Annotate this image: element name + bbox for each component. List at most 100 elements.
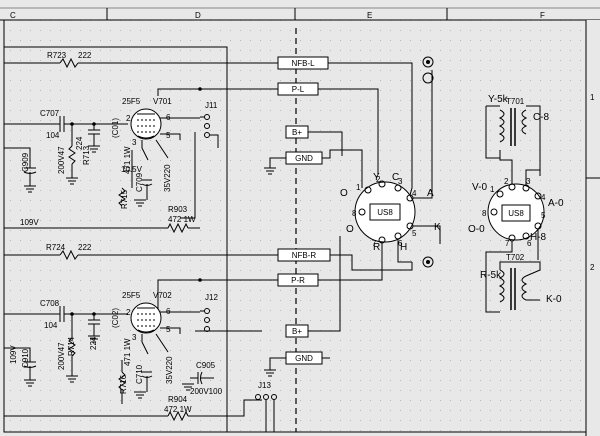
- r904-ref: R904: [168, 395, 188, 404]
- row-label-2: 2: [590, 263, 595, 272]
- c709-ref: C709: [135, 172, 144, 192]
- svg-text:GND: GND: [295, 154, 313, 163]
- socket-label-a0: A-0: [548, 198, 564, 209]
- t702-tap-left: R-5k: [480, 270, 502, 281]
- supply-voltage: 109V: [20, 218, 39, 227]
- socket-letter-a: A: [427, 188, 434, 199]
- socket-letter-k: K: [434, 222, 441, 233]
- svg-text:4: 4: [412, 189, 417, 198]
- socket-label-v0: V-0: [472, 182, 487, 193]
- svg-text:2: 2: [126, 308, 131, 317]
- svg-text:3: 3: [526, 177, 531, 186]
- svg-text:B+: B+: [292, 128, 302, 137]
- socket-letter-o-left: O: [346, 224, 354, 235]
- svg-text:NFB-L: NFB-L: [291, 59, 315, 68]
- c708-value: 104: [44, 321, 58, 330]
- socket-letter-r: R: [373, 242, 380, 253]
- r724-value: 222: [78, 243, 92, 252]
- r723-value: 222: [78, 51, 92, 60]
- heater-voltage-1: 10.5V: [121, 165, 143, 174]
- r714-ref: R714: [67, 336, 76, 356]
- t701-ref: T701: [506, 97, 525, 106]
- svg-text:P-L: P-L: [292, 85, 305, 94]
- c909-ref: C909: [21, 152, 30, 172]
- v702-ref: V702: [153, 291, 172, 300]
- column-label-f: F: [540, 11, 545, 20]
- c710-value: 35V220: [165, 356, 174, 384]
- svg-text:1: 1: [490, 185, 495, 194]
- t701-tap-right: C-8: [533, 112, 550, 123]
- svg-text:1: 1: [356, 183, 361, 192]
- svg-text:US8: US8: [377, 208, 393, 217]
- t701-tap-left: Y-5k: [488, 94, 509, 105]
- column-label-c: C: [10, 11, 16, 20]
- tube-v702: [130, 302, 162, 334]
- r716-value: 471 1W: [123, 338, 132, 366]
- transformer-t702: [498, 261, 541, 310]
- c02-label: (C02): [111, 308, 120, 328]
- r713-value: 224: [75, 136, 84, 150]
- r715-ref: R715: [120, 189, 129, 209]
- r714-value: 224: [89, 336, 98, 350]
- v701-type: 25F5: [122, 97, 141, 106]
- svg-text:B+: B+: [292, 327, 302, 336]
- c905-ref: C905: [196, 361, 216, 370]
- c710-ref: C710: [135, 364, 144, 384]
- c707-ref: C707: [40, 109, 60, 118]
- svg-text:6: 6: [398, 239, 403, 248]
- socket-label-o0: O-0: [468, 224, 485, 235]
- socket-letter-o-top: O: [340, 188, 348, 199]
- svg-text:GND: GND: [295, 354, 313, 363]
- r716-ref: R716: [119, 374, 128, 394]
- c707-value: 104: [46, 131, 60, 140]
- transformer-t701: [485, 105, 541, 176]
- svg-text:8: 8: [482, 209, 487, 218]
- socket-letter-y: Y: [373, 172, 380, 183]
- svg-text:2: 2: [126, 114, 131, 123]
- socket-letter-h: H: [400, 242, 407, 253]
- svg-text:3: 3: [398, 177, 403, 186]
- svg-text:5: 5: [412, 229, 417, 238]
- v701-ref: V701: [153, 97, 172, 106]
- svg-text:7: 7: [372, 239, 377, 248]
- svg-text:5: 5: [166, 131, 171, 140]
- c01-label: (C01): [111, 118, 120, 138]
- svg-text:US8: US8: [508, 209, 524, 218]
- svg-text:2: 2: [376, 175, 381, 184]
- r715-value: 471 1W: [123, 146, 132, 174]
- svg-text:8: 8: [352, 209, 357, 218]
- svg-text:3: 3: [132, 333, 137, 342]
- r903-value: 472 1W: [168, 215, 196, 224]
- c910-ref: C910: [21, 348, 30, 368]
- j11-label: J11: [205, 101, 218, 110]
- r904-value: 472 1W: [164, 405, 192, 414]
- c909-value: 200V47: [57, 146, 66, 174]
- socket-letter-c: C: [392, 172, 399, 183]
- r903-ref: R903: [168, 205, 188, 214]
- c708-ref: C708: [40, 299, 60, 308]
- r723-ref: R723: [47, 51, 67, 60]
- c905-value: 200V100: [190, 387, 223, 396]
- svg-text:7: 7: [505, 239, 510, 248]
- t702-tap-right: K-0: [546, 294, 562, 305]
- svg-text:5: 5: [166, 325, 171, 334]
- v702-type: 25F5: [122, 291, 141, 300]
- j13-label: J13: [258, 381, 271, 390]
- r713-ref: R713: [82, 145, 91, 165]
- svg-text:2: 2: [504, 177, 509, 186]
- socket-us8-output: US8: [354, 180, 416, 244]
- j12-label: J12: [205, 293, 218, 302]
- column-label-d: D: [195, 11, 201, 20]
- supply-voltage-clipped: 109V: [9, 345, 18, 364]
- svg-text:4: 4: [541, 193, 546, 202]
- terminal-nfb-l: [422, 72, 434, 84]
- row-label-1: 1: [590, 93, 595, 102]
- svg-text:NFB-R: NFB-R: [292, 251, 317, 260]
- t702-ref: T702: [506, 253, 525, 262]
- tube-v701: [130, 108, 162, 140]
- svg-text:5: 5: [541, 211, 546, 220]
- r724-ref: R724: [46, 243, 66, 252]
- svg-text:3: 3: [132, 138, 137, 147]
